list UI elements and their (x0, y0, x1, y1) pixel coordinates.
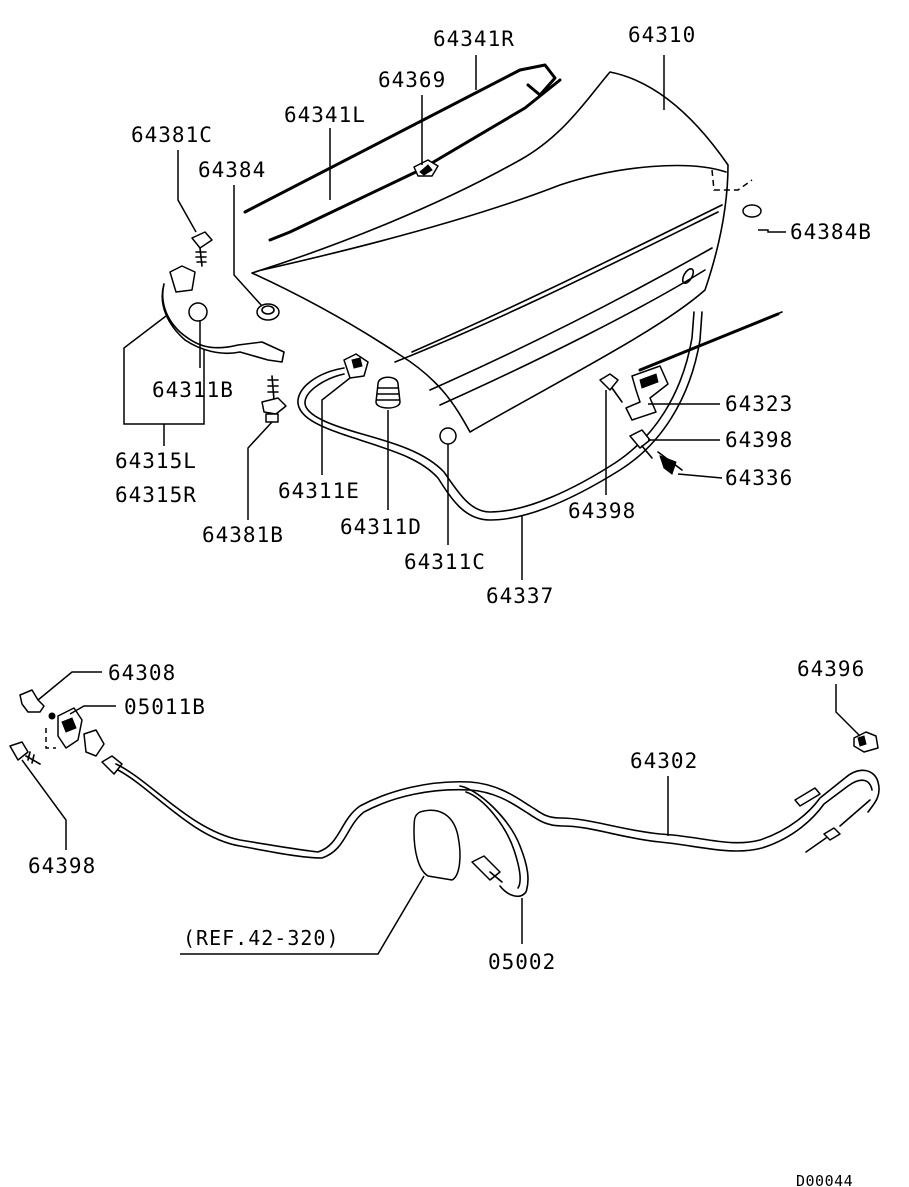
label-64311C: 64311C (404, 550, 486, 574)
bolt-64398-lower (9, 741, 41, 765)
clip-64336 (657, 451, 683, 475)
bumper-64311C (439, 427, 457, 445)
label-64310: 64310 (628, 23, 696, 47)
document-id: D00044 (796, 1172, 853, 1187)
label-64396: 64396 (797, 657, 865, 681)
label-64337: 64337 (486, 584, 554, 608)
label-64336: 64336 (725, 466, 793, 490)
bolt-64381C (191, 231, 213, 267)
label-64341R: 64341R (433, 27, 515, 51)
label-64323: 64323 (725, 392, 793, 416)
label-64308: 64308 (108, 661, 176, 685)
bumper-64311E (343, 353, 369, 379)
label-64341L: 64341L (284, 103, 366, 127)
bolt-64398-upper-left (599, 373, 623, 403)
label-64311B: 64311B (152, 378, 234, 402)
clip-64369 (413, 159, 439, 177)
label-64369: 64369 (378, 68, 446, 92)
lower-leaders (21, 671, 861, 955)
label-64302: 64302 (630, 749, 698, 773)
latch-64323 (625, 365, 669, 421)
label-64384B: 64384B (790, 220, 872, 244)
label-05002: 05002 (488, 950, 556, 974)
label-64315R: 64315R (115, 483, 197, 507)
label-ref-42-320: (REF.42-320) (183, 926, 340, 950)
bumper-64311D (375, 376, 401, 409)
label-64311E: 64311E (278, 479, 360, 503)
label-64384: 64384 (198, 158, 266, 182)
fuel-lid-ref (413, 809, 461, 881)
release-bracket-05011B (45, 707, 105, 757)
release-cable-64302 (101, 755, 880, 898)
label-05011B: 05011B (124, 695, 206, 719)
latch-rod (638, 311, 783, 372)
trunk-lid-panel (251, 71, 753, 433)
label-64398-right: 64398 (725, 428, 793, 452)
label-64398-center: 64398 (568, 499, 636, 523)
release-lever-64308 (19, 689, 45, 713)
label-64398-lower: 64398 (28, 854, 96, 878)
cap-64384B (742, 204, 762, 218)
torsion-bar-right (243, 63, 557, 214)
bolt-64398-upper-right (629, 429, 653, 459)
hinge-64315 (161, 265, 285, 363)
cable-end-64396 (853, 731, 879, 753)
label-64311D: 64311D (340, 515, 422, 539)
fuel-opener-05002 (471, 855, 503, 883)
label-64381C: 64381C (131, 123, 213, 147)
label-64381B: 64381B (202, 523, 284, 547)
label-64315L: 64315L (115, 449, 197, 473)
bolt-64381B (261, 375, 287, 423)
upper-leaders (123, 55, 786, 580)
cap-64384 (256, 303, 280, 321)
